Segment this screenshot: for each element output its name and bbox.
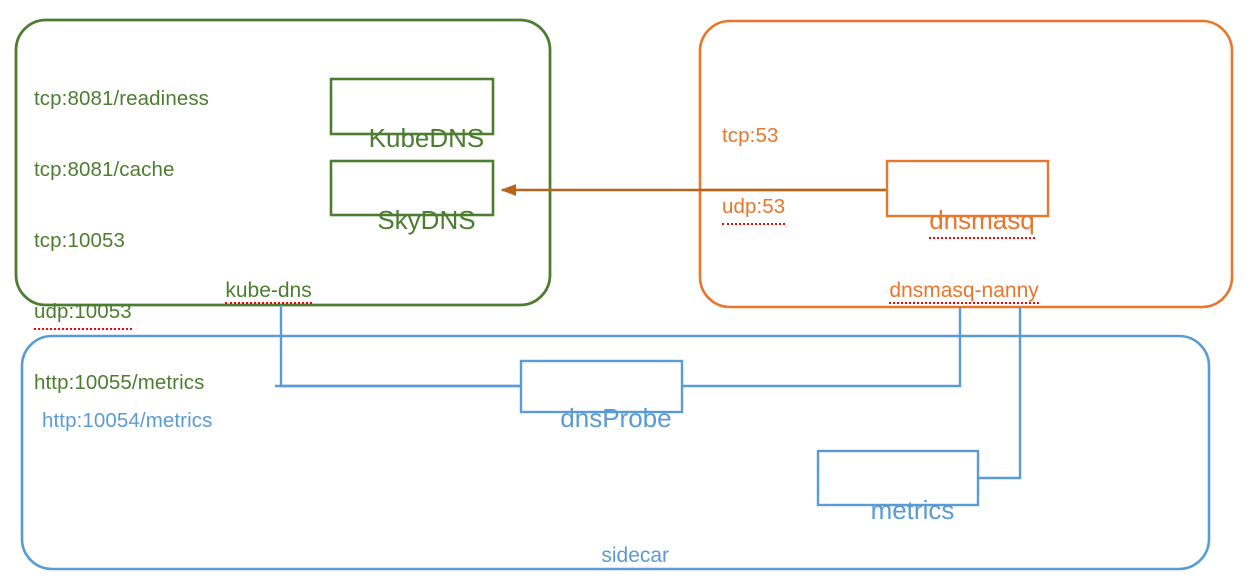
- caption-kube-dns: kube-dns: [202, 259, 313, 322]
- sidecar-port-list: http:10054/metrics: [42, 365, 212, 477]
- port-item: tcp:53: [722, 124, 779, 147]
- port-item: http:10054/metrics: [42, 409, 213, 432]
- node-label-dnsmasq[interactable]: dnsmasq: [887, 174, 1048, 267]
- node-label-text: dnsProbe: [560, 403, 672, 433]
- dnsmasq-nanny-port-list: tcp:53 udp:53: [722, 80, 786, 263]
- node-label-text: SkyDNS: [377, 205, 476, 235]
- edge-metrics-to-nanny: [978, 307, 1022, 480]
- port-item: udp:10053: [34, 297, 209, 330]
- node-box-skydns[interactable]: [329, 159, 495, 217]
- node-label-text: KubeDNS: [368, 123, 485, 153]
- port-item: http:10055/metrics: [34, 371, 205, 394]
- caption-text: dnsmasq-nanny: [889, 279, 1040, 304]
- port-item: tcp:8081/cache: [34, 158, 175, 181]
- port-item: udp:53: [722, 192, 786, 225]
- node-label-dnsprobe[interactable]: dnsProbe: [521, 372, 682, 465]
- port-item-spellchecked: udp:53: [722, 192, 786, 225]
- node-label-text: metrics: [870, 495, 955, 525]
- node-label-metrics[interactable]: metrics: [818, 464, 978, 557]
- node-label-skydns[interactable]: SkyDNS: [331, 174, 493, 267]
- edge-kubedns-to-dnsprobe: [279, 305, 521, 388]
- caption-dnsmasq-nanny: dnsmasq-nanny: [866, 259, 1040, 322]
- caption-sidecar: sidecar: [578, 524, 669, 582]
- node-label-text: dnsmasq: [929, 205, 1035, 239]
- kube-dns-port-list: tcp:8081/readiness tcp:8081/cache tcp:10…: [34, 43, 209, 439]
- port-item-spellchecked: udp:10053: [34, 297, 132, 330]
- caption-text: sidecar: [601, 544, 670, 567]
- edge-dnsprobe-to-nanny: [682, 307, 962, 388]
- node-label-kubedns[interactable]: KubeDNS: [331, 92, 493, 185]
- caption-text: kube-dns: [225, 279, 313, 304]
- node-box-dnsmasq[interactable]: [885, 159, 1050, 218]
- port-item: tcp:10053: [34, 229, 125, 252]
- port-item: tcp:8081/readiness: [34, 87, 210, 110]
- node-box-dnsprobe[interactable]: [519, 359, 684, 414]
- container-sidecar[interactable]: [20, 334, 1211, 571]
- node-box-kubedns[interactable]: [329, 77, 495, 136]
- node-box-metrics[interactable]: [816, 449, 980, 507]
